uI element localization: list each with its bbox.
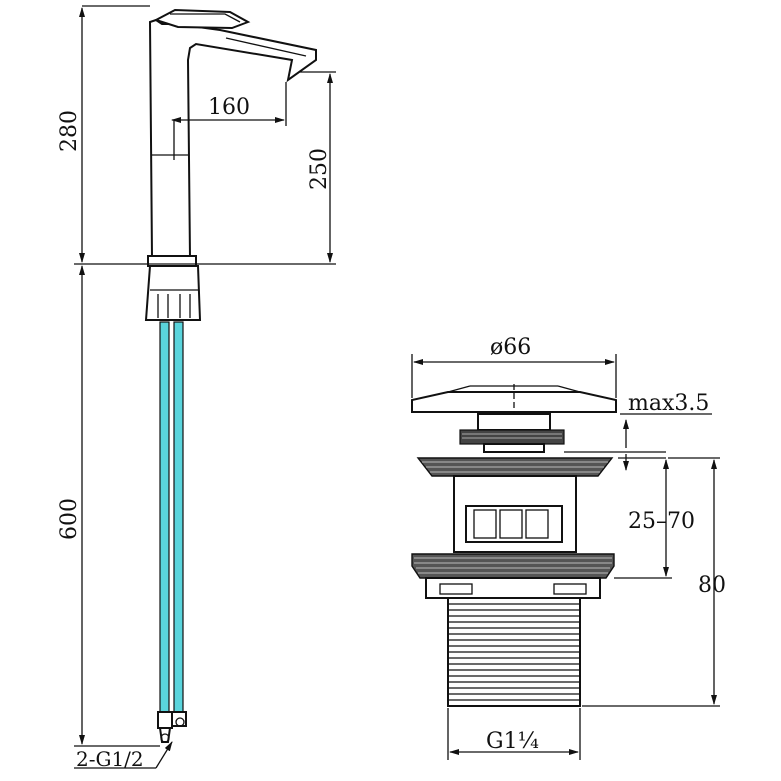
dimension-250: 250 [300, 71, 336, 263]
supply-hose-left [159, 321, 170, 713]
dim-label-basin-thickness: 25–70 [628, 509, 695, 534]
drain-body [453, 475, 577, 553]
drain-drawing: ø66 max3.5 25–70 80 G [411, 335, 726, 760]
dimension-total-height: 80 [582, 457, 726, 707]
thread-callout: 2-G1/2 [74, 741, 173, 771]
dimension-600: 600 [57, 265, 160, 747]
dim-label-280: 280 [57, 110, 82, 152]
dim-label-total-height: 80 [698, 573, 726, 598]
drain-thread [447, 597, 581, 707]
faucet-base [144, 255, 202, 321]
drain-stem [459, 413, 565, 453]
dimension-280: 280 [57, 5, 150, 263]
dim-label-600: 600 [57, 498, 82, 540]
dimension-160: 160 [171, 82, 287, 160]
faucet-body [148, 8, 317, 259]
supply-hoses [157, 321, 187, 743]
dimension-cap-diameter: ø66 [411, 335, 617, 398]
dimension-basin-thickness: 25–70 [614, 459, 695, 579]
supply-hose-right [173, 321, 184, 713]
dim-label-cap-diameter: ø66 [490, 335, 531, 360]
dim-label-hose-thread: 2-G1/2 [76, 747, 144, 771]
dimension-drain-thread: G1¼ [447, 708, 581, 760]
dim-label-cap-gap: max3.5 [628, 391, 709, 416]
drain-cap [411, 384, 617, 414]
faucet-drawing: 280 160 250 600 2-G1/2 [57, 5, 336, 771]
drain-flange [416, 457, 614, 477]
drain-nut [411, 553, 615, 599]
dim-label-250: 250 [307, 148, 332, 190]
dim-label-drain-thread: G1¼ [486, 729, 539, 754]
dimension-cap-gap: max3.5 [564, 391, 712, 471]
dim-label-160: 160 [208, 95, 250, 120]
